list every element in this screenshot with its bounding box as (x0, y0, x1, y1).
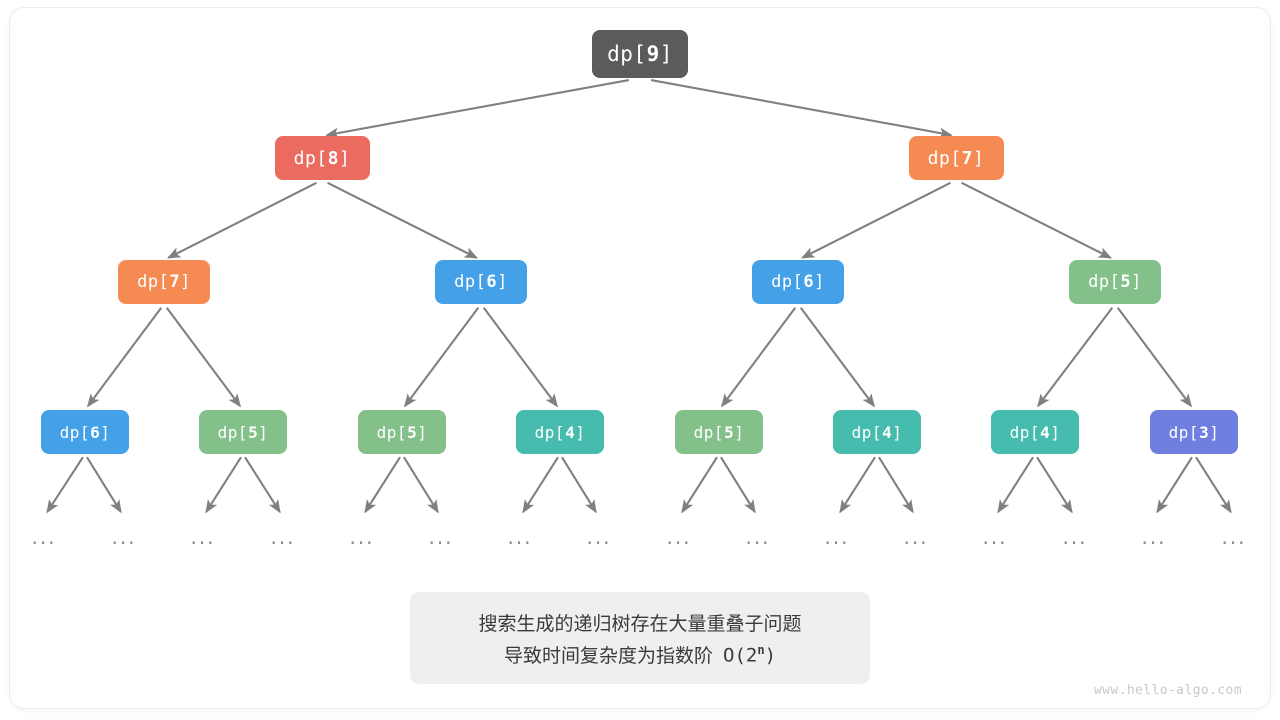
ellipsis-marker: ... (428, 525, 454, 549)
node-index: 5 (1120, 272, 1132, 292)
node-index: 8 (327, 147, 339, 169)
node-suffix: ] (892, 422, 903, 442)
node-prefix: dp[ (693, 422, 725, 442)
node-suffix: ] (100, 422, 111, 442)
complexity-base: O(2 (723, 644, 758, 667)
node-prefix: dp[ (1168, 422, 1200, 442)
tree-node-dp9: dp[9] (592, 30, 688, 78)
node-index: 9 (646, 42, 660, 66)
node-index: 4 (1040, 422, 1051, 442)
node-prefix: dp[ (534, 422, 566, 442)
ellipsis-marker: ... (1141, 525, 1167, 549)
node-index: 3 (1199, 422, 1210, 442)
watermark: www.hello-algo.com (1093, 683, 1242, 698)
ellipsis-marker: ... (745, 525, 771, 549)
node-suffix: ] (417, 422, 428, 442)
node-index: 6 (90, 422, 101, 442)
node-suffix: ] (734, 422, 745, 442)
node-prefix: dp[ (1009, 422, 1041, 442)
node-prefix: dp[ (771, 272, 804, 292)
tree-node-dp4: dp[4] (991, 410, 1079, 454)
tree-node-dp5: dp[5] (199, 410, 287, 454)
ellipsis-marker: ... (349, 525, 375, 549)
node-prefix: dp[ (607, 42, 647, 66)
ellipsis-marker: ... (111, 525, 137, 549)
node-prefix: dp[ (454, 272, 487, 292)
node-suffix: ] (1209, 422, 1220, 442)
node-prefix: dp[ (376, 422, 408, 442)
node-suffix: ] (258, 422, 269, 442)
ellipsis-marker: ... (31, 525, 57, 549)
ellipsis-marker: ... (507, 525, 533, 549)
ellipsis-marker: ... (190, 525, 216, 549)
node-suffix: ] (1050, 422, 1061, 442)
node-index: 6 (803, 272, 815, 292)
node-suffix: ] (339, 147, 351, 169)
node-index: 4 (565, 422, 576, 442)
node-prefix: dp[ (1088, 272, 1121, 292)
node-index: 5 (248, 422, 259, 442)
tree-node-dp8: dp[8] (274, 136, 370, 180)
tree-node-dp5: dp[5] (1069, 260, 1161, 304)
caption-line-2-text: 导致时间复杂度为指数阶 (503, 644, 713, 667)
node-index: 5 (407, 422, 418, 442)
complexity-exponent: n (757, 643, 765, 658)
node-suffix: ] (814, 272, 825, 292)
ellipsis-marker: ... (982, 525, 1008, 549)
ellipsis-marker: ... (270, 525, 296, 549)
ellipsis-marker: ... (666, 525, 692, 549)
ellipsis-marker: ... (903, 525, 929, 549)
ellipsis-marker: ... (824, 525, 850, 549)
complexity-notation: O(2n) (723, 643, 776, 666)
ellipsis-marker: ... (1062, 525, 1088, 549)
node-index: 6 (486, 272, 498, 292)
tree-node-dp4: dp[4] (516, 410, 604, 454)
node-prefix: dp[ (851, 422, 883, 442)
ellipsis-marker: ... (586, 525, 612, 549)
caption-line-1: 搜索生成的递归树存在大量重叠子问题 (478, 612, 802, 635)
tree-node-dp5: dp[5] (358, 410, 446, 454)
node-suffix: ] (575, 422, 586, 442)
tree-node-dp7: dp[7] (118, 260, 210, 304)
tree-node-dp5: dp[5] (675, 410, 763, 454)
tree-node-dp4: dp[4] (833, 410, 921, 454)
complexity-tail: ) (764, 644, 777, 667)
node-prefix: dp[ (59, 422, 91, 442)
node-index: 5 (724, 422, 735, 442)
caption-box: 搜索生成的递归树存在大量重叠子问题 导致时间复杂度为指数阶 O(2n) (410, 592, 870, 684)
node-index: 7 (961, 147, 973, 169)
node-prefix: dp[ (137, 272, 170, 292)
node-prefix: dp[ (293, 147, 328, 169)
tree-node-dp6: dp[6] (435, 260, 527, 304)
node-suffix: ] (1131, 272, 1142, 292)
node-index: 4 (882, 422, 893, 442)
tree-node-dp7: dp[7] (908, 136, 1004, 180)
node-suffix: ] (497, 272, 508, 292)
node-suffix: ] (659, 42, 673, 66)
tree-node-dp6: dp[6] (752, 260, 844, 304)
node-index: 7 (169, 272, 181, 292)
node-prefix: dp[ (217, 422, 249, 442)
ellipsis-marker: ... (1221, 525, 1247, 549)
node-prefix: dp[ (927, 147, 962, 169)
node-suffix: ] (180, 272, 191, 292)
tree-node-dp3: dp[3] (1150, 410, 1238, 454)
tree-node-dp6: dp[6] (41, 410, 129, 454)
caption-line-2: 导致时间复杂度为指数阶 O(2n) (504, 641, 776, 668)
node-suffix: ] (973, 147, 985, 169)
